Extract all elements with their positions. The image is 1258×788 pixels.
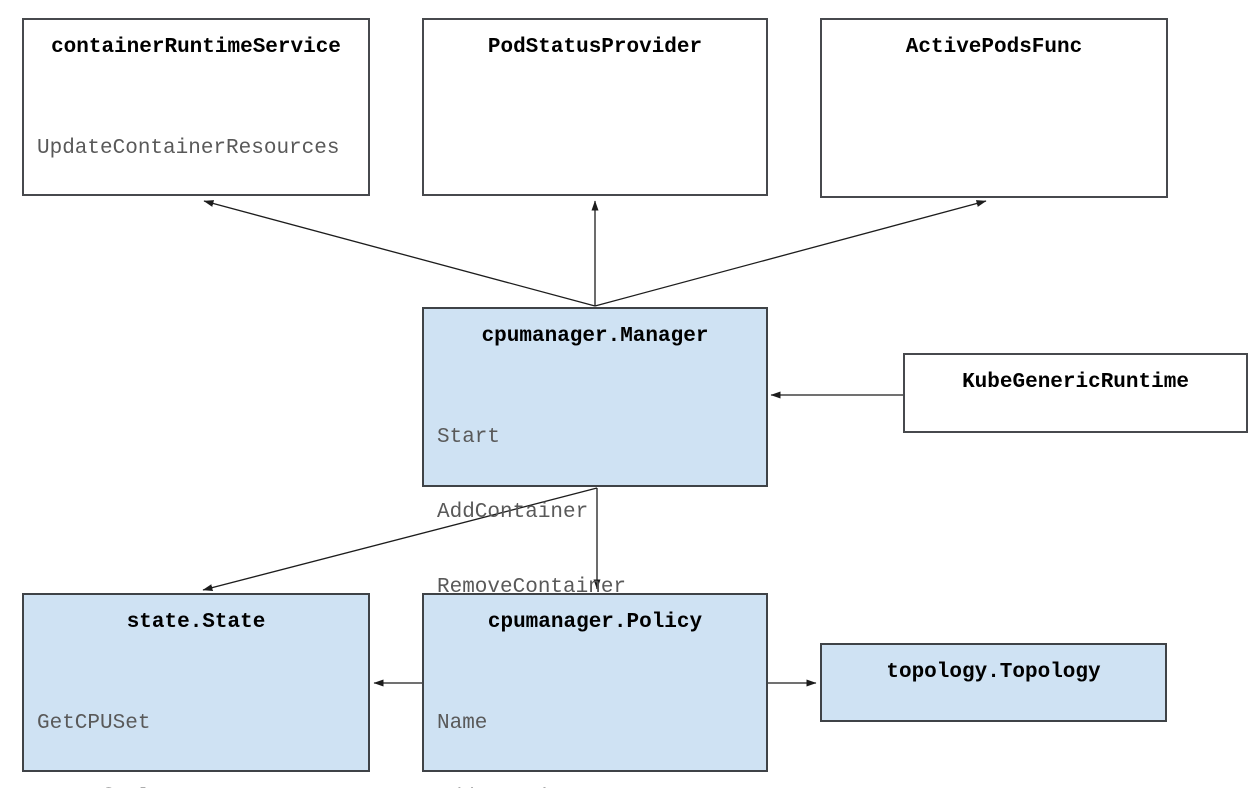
node-state-state: state.State GetCPUSet GetDefaultCPUSet S… xyxy=(22,593,370,788)
method: Start xyxy=(437,426,501,449)
edge-manager-to-active-pods-func xyxy=(594,200,987,307)
node-cpumanager-manager: cpumanager.Manager Start AddContainer Re… xyxy=(422,307,768,674)
node-container-runtime-service: containerRuntimeService UpdateContainerR… xyxy=(22,18,370,196)
node-title: containerRuntimeService xyxy=(51,36,341,59)
method: Name xyxy=(437,712,488,735)
node-title: cpumanager.Manager xyxy=(481,325,709,348)
node-title: PodStatusProvider xyxy=(487,36,703,59)
node-title: cpumanager.Policy xyxy=(487,611,703,634)
node-title: state.State xyxy=(126,611,266,634)
method: GetCPUSet xyxy=(37,712,151,735)
method: UpdateContainerResources xyxy=(37,137,340,160)
node-pod-status-provider: PodStatusProvider xyxy=(422,18,768,196)
node-methods: Name AddContainer RemoveContainer xyxy=(424,661,766,788)
node-title: ActivePodsFunc xyxy=(905,36,1083,59)
node-methods: GetCPUSet GetDefaultCPUSet SetCPUSet Set… xyxy=(24,661,368,788)
node-kube-generic-runtime: KubeGenericRuntime xyxy=(903,353,1248,433)
node-active-pods-func: ActivePodsFunc xyxy=(820,18,1168,198)
node-title: KubeGenericRuntime xyxy=(962,371,1189,394)
method: AddContainer xyxy=(437,501,589,524)
edge-manager-to-container-runtime-service xyxy=(203,200,596,307)
node-methods: UpdateContainerResources xyxy=(24,86,368,211)
node-topology-topology: topology.Topology xyxy=(820,643,1167,722)
node-cpumanager-policy: cpumanager.Policy Name AddContainer Remo… xyxy=(422,593,768,788)
node-title: topology.Topology xyxy=(886,661,1101,684)
